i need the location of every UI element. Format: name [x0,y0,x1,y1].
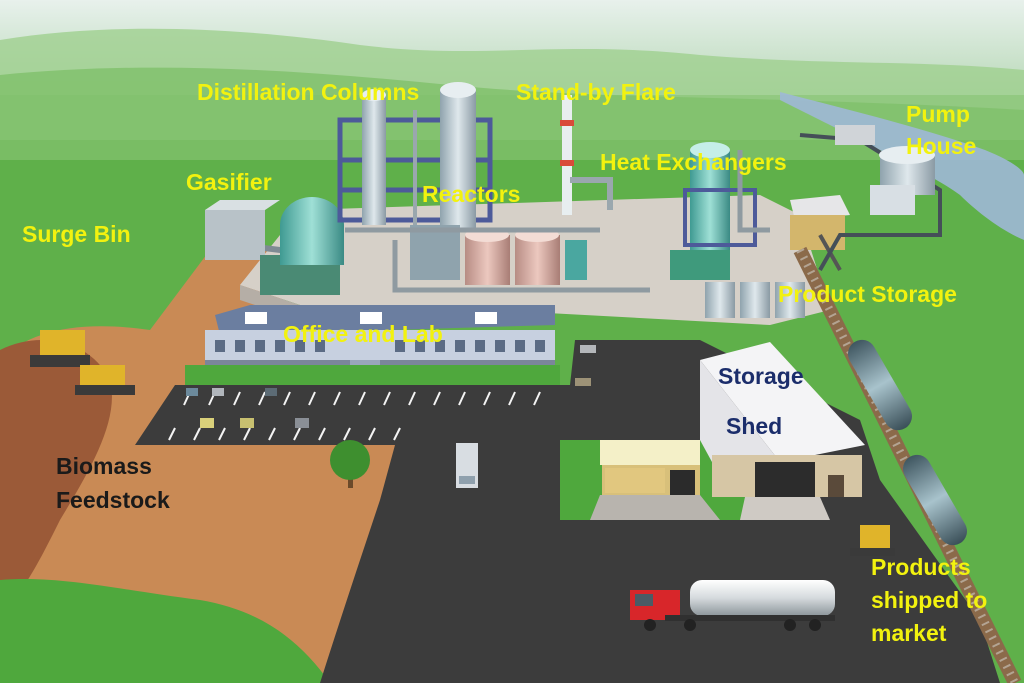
label-surge-bin: Surge Bin [22,221,131,247]
label-reactors: Reactors [422,181,521,207]
label-pump-house-line1: Pump [906,101,970,127]
reactors [345,225,650,293]
parked-cars [186,345,596,428]
label-product-storage: Product Storage [778,281,957,307]
tree [330,440,370,488]
label-gasifier: Gasifier [186,169,272,195]
product-storage-tanks [705,282,805,318]
label-storage-shed-line1: Storage [718,363,804,389]
label-heat-exchangers: Heat Exchangers [600,149,787,175]
storage-shed [700,342,865,520]
label-products-shipped-line1: Products [871,554,971,580]
label-storage-shed-line2: Shed [726,413,783,439]
label-distillation-columns: Distillation Columns [197,79,420,105]
heat-exchangers [670,142,770,280]
label-biomass-line2: Feedstock [56,487,170,513]
office-building [205,305,555,380]
tanker-truck [630,580,835,631]
pump-house [799,125,942,271]
bulldozers [30,330,895,556]
delivery-van [456,443,478,488]
loading-building [790,195,850,271]
parking-stripes [168,391,541,441]
gasifier-equipment [205,197,344,295]
label-office-and-lab: Office and Lab [283,321,443,347]
small-shed [590,440,720,520]
label-standby-flare: Stand-by Flare [516,79,676,105]
label-biomass-line1: Biomass [56,453,152,479]
flare-stack [560,95,613,215]
label-products-shipped-line2: shipped to [871,587,988,613]
rail-line [793,246,1022,683]
distillation-columns [337,82,493,230]
label-products-shipped-line3: market [871,620,947,646]
label-pump-house-line2: House [906,133,977,159]
